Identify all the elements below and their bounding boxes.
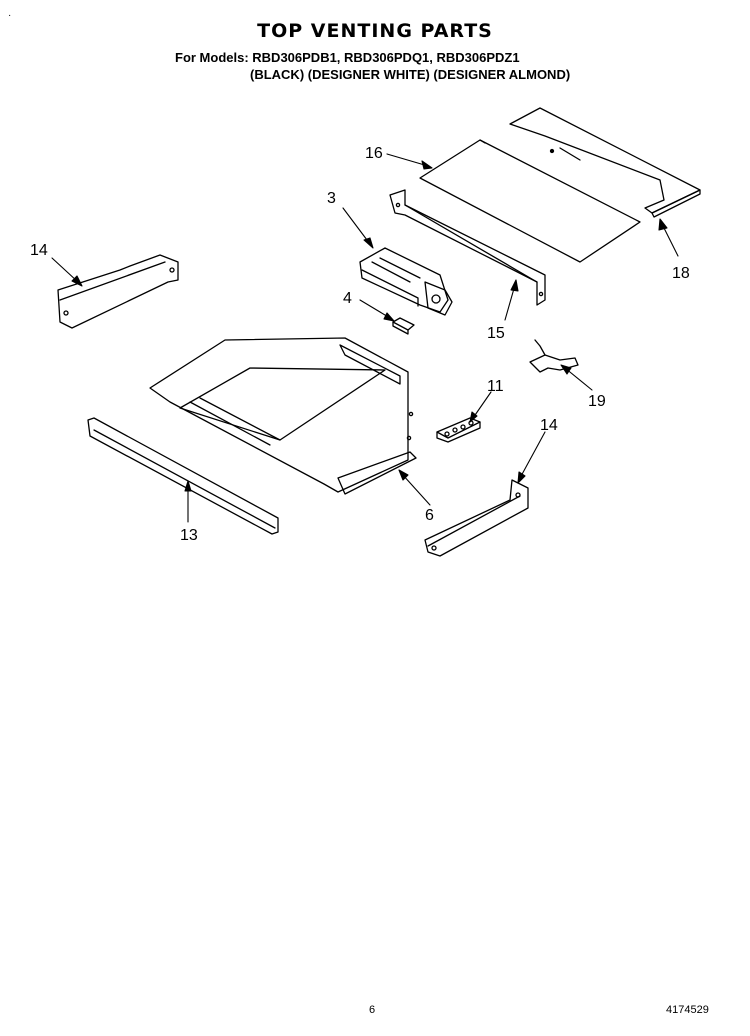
label-part-15: 15	[487, 325, 505, 342]
page-number: 6	[369, 1004, 376, 1016]
part-13-trim-channel	[87, 417, 279, 535]
corner-mark: ·	[8, 10, 12, 21]
label-part-13: 13	[180, 527, 198, 544]
colors-subtitle: (BLACK) (DESIGNER WHITE) (DESIGNER ALMON…	[250, 67, 571, 82]
label-part-3: 3	[327, 190, 336, 207]
label-part-16: 16	[365, 145, 383, 162]
part-18-rear-panel	[509, 107, 701, 218]
part-11-terminal-block	[436, 417, 481, 443]
label-part-11: 11	[487, 378, 504, 395]
label-part-14-right: 14	[540, 417, 558, 434]
label-part-18: 18	[672, 265, 690, 282]
part-19-clip	[529, 339, 579, 373]
label-part-6: 6	[425, 507, 434, 524]
part-6-vent-duct	[149, 337, 417, 495]
label-part-19: 19	[588, 393, 606, 410]
models-subtitle: For Models: RBD306PDB1, RBD306PDQ1, RBD3…	[175, 50, 520, 65]
part-15-bracket	[389, 189, 546, 306]
leader-lines	[51, 153, 679, 523]
label-part-14-left: 14	[30, 242, 48, 259]
part-16-cover-plate	[419, 139, 641, 263]
part-4-connector	[392, 317, 415, 335]
part-3-vent-motor	[359, 247, 453, 316]
part-14-left-bracket	[57, 254, 179, 329]
label-part-4: 4	[343, 290, 352, 307]
part-14-right-bracket	[424, 479, 529, 557]
page-title: TOP VENTING PARTS	[257, 20, 493, 42]
document-code: 4174529	[666, 1004, 709, 1016]
